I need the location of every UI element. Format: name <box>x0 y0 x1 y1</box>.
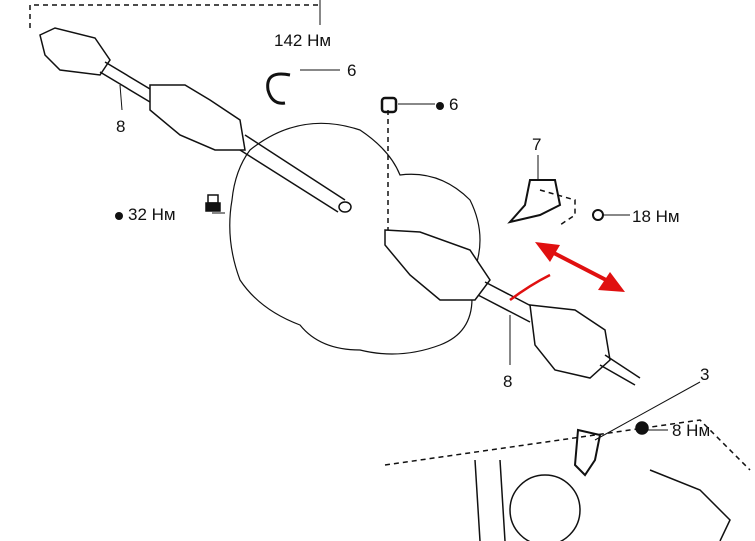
label-torque-142: 142 Нм <box>274 31 332 50</box>
label-torque-32: 32 Нм <box>115 206 176 223</box>
label-part-3: 3 <box>700 365 710 384</box>
label-part-6-clip: 6 <box>347 61 357 80</box>
left-driveshaft <box>39 27 352 213</box>
leader-lines <box>119 0 701 441</box>
label-text: 6 <box>449 95 459 114</box>
label-torque-8: 8 Нм <box>672 421 711 440</box>
label-part-8-right: 8 <box>503 372 513 391</box>
label-part-6-nut: 6 <box>436 96 458 113</box>
bolt-18 <box>592 209 604 221</box>
bolt-8 <box>635 421 649 435</box>
nut <box>380 96 398 114</box>
sensor-bracket <box>507 179 562 224</box>
transaxle-outline <box>229 122 481 355</box>
label-part-8-left: 8 <box>116 117 126 136</box>
label-torque-18: 18 Нм <box>632 207 680 226</box>
bullet-icon <box>436 101 444 110</box>
right-driveshaft <box>384 229 641 386</box>
bullet-icon <box>115 211 123 220</box>
bolt-32 <box>205 194 221 212</box>
abs-sensor <box>573 428 602 477</box>
red-direction-arrow <box>509 242 625 302</box>
label-part-7: 7 <box>532 135 542 154</box>
steering-knuckle <box>474 459 731 541</box>
label-text: 32 Нм <box>128 205 176 224</box>
snap-ring <box>266 72 291 105</box>
